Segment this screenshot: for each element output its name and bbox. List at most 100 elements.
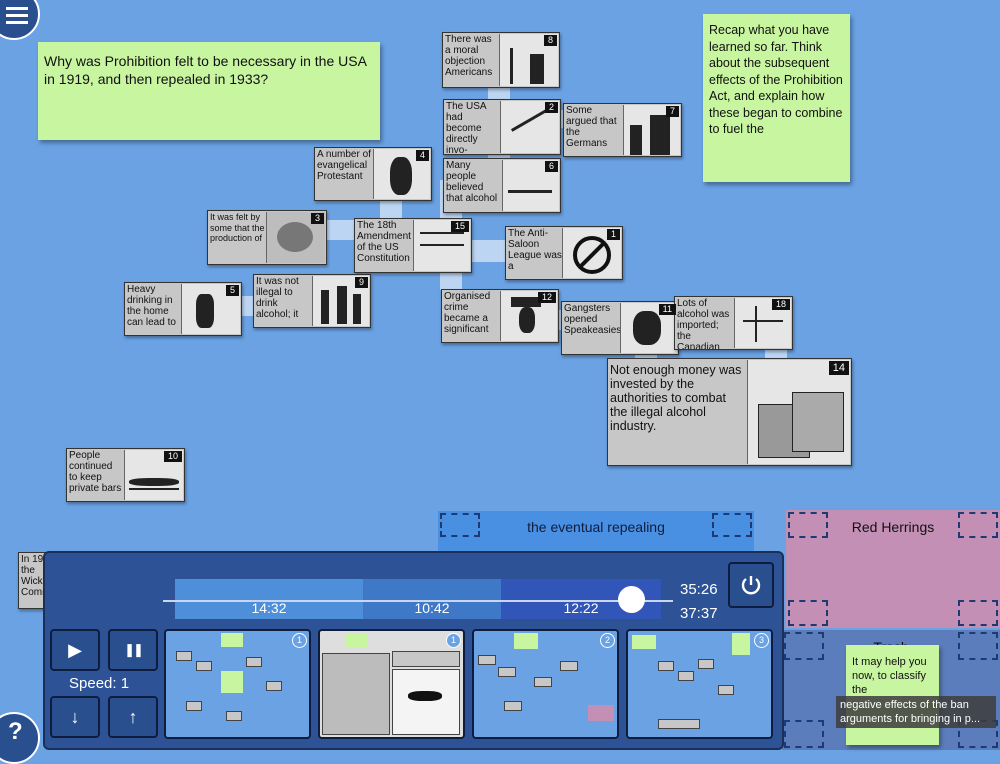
evidence-card[interactable]: Some argued that the Germans 7 — [563, 103, 682, 157]
evidence-card[interactable]: Not enough money was invested by the aut… — [607, 358, 852, 466]
repealing-zone-label: the eventual repealing — [527, 519, 665, 535]
evidence-card[interactable]: Gangsters opened Speakeasies 11 — [561, 301, 679, 355]
power-button[interactable] — [728, 562, 774, 608]
card-number: 6 — [544, 161, 558, 172]
playback-panel: 14:32 10:42 12:22 35:26 37:37 ▶ ❚❚ Speed… — [43, 551, 784, 750]
zone-corner — [440, 513, 480, 537]
card-illustration — [747, 360, 850, 464]
question-note[interactable]: Why was Prohibition felt to be necessary… — [38, 42, 380, 140]
card-text: Gangsters opened Speakeasies — [564, 303, 622, 336]
recap-text: Recap what you have learned so far. Thin… — [709, 23, 843, 136]
recap-note[interactable]: Recap what you have learned so far. Thin… — [703, 14, 850, 182]
card-number: 18 — [771, 299, 790, 310]
arrow-down-icon: ↓ — [70, 706, 80, 727]
card-illustration — [620, 303, 677, 353]
segment-label: 14:32 — [251, 600, 287, 616]
timeline-segment[interactable]: 14:32 — [175, 579, 363, 619]
segment-label: 10:42 — [414, 600, 450, 616]
card-number: 12 — [537, 292, 556, 303]
play-button[interactable]: ▶ — [50, 629, 100, 671]
segment-label: 12:22 — [563, 600, 599, 616]
card-illustration — [562, 228, 621, 278]
card-illustration — [181, 284, 240, 334]
card-text: Many people believed that alcohol — [446, 160, 498, 204]
help-button[interactable]: ? — [0, 712, 40, 764]
speed-up-button[interactable]: ↑ — [108, 696, 158, 738]
drag-tooltip: negative effects of the ban arguments fo… — [836, 696, 996, 728]
help-note[interactable]: It may help you now, to classify the — [846, 645, 939, 745]
snapshot-thumbnail[interactable]: 1 — [164, 629, 311, 739]
card-text: The Anti-Saloon League was a — [508, 228, 562, 272]
evidence-card[interactable]: Lots of alcohol was imported; the Canadi… — [674, 296, 793, 350]
card-text: The 18th Amendment of the US Constitutio… — [357, 220, 411, 264]
evidence-card[interactable]: It was not illegal to drink alcohol; it … — [253, 274, 371, 328]
evidence-card[interactable]: A number of evangelical Protestant 4 — [314, 147, 432, 201]
evidence-card[interactable]: The USA had become directly invo- 2 — [443, 99, 561, 155]
zone-corner — [788, 600, 828, 626]
card-number: 1 — [606, 229, 620, 240]
elapsed-time: 35:26 — [680, 581, 718, 598]
card-text: A number of evangelical Protestant — [317, 149, 371, 182]
speed-label: Speed: 1 — [69, 675, 130, 692]
card-number: 15 — [450, 221, 469, 232]
card-text: The USA had become directly invo- — [446, 101, 487, 155]
zone-corner — [788, 512, 828, 538]
card-text: Some argued that the Germans — [566, 105, 617, 149]
card-text: It was not illegal to drink alcohol; it — [256, 276, 299, 320]
card-text: Lots of alcohol was imported; the Canadi… — [677, 298, 730, 350]
timeline-slider-knob[interactable] — [617, 586, 645, 613]
evidence-card[interactable]: People continued to keep private bars 10 — [66, 448, 185, 502]
evidence-card[interactable]: The 18th Amendment of the US Constitutio… — [354, 218, 472, 273]
speed-down-button[interactable]: ↓ — [50, 696, 100, 738]
zone-corner — [784, 720, 824, 748]
red-herrings-zone[interactable]: Red Herrings — [786, 510, 1000, 628]
repealing-zone[interactable]: the eventual repealing — [438, 511, 754, 551]
zone-corner — [958, 512, 998, 538]
card-text: It was felt by some that the production … — [210, 212, 265, 243]
card-number: 7 — [665, 106, 679, 117]
card-number: 8 — [543, 35, 557, 46]
card-text: Not enough money was invested by the aut… — [610, 363, 742, 433]
pause-icon: ❚❚ — [124, 642, 144, 657]
no-saloon-icon — [573, 236, 611, 274]
evidence-card[interactable]: Organised crime became a significant 12 — [441, 289, 559, 343]
pause-button[interactable]: ❚❚ — [108, 629, 158, 671]
tooltip-text: negative effects of the ban arguments fo… — [840, 699, 981, 725]
timeline-track[interactable] — [163, 600, 673, 602]
evidence-card[interactable]: It was felt by some that the production … — [207, 210, 327, 265]
evidence-card[interactable]: Heavy drinking in the home can lead to 5 — [124, 282, 242, 336]
card-text: There was a moral objection Americans — [445, 34, 493, 78]
zone-corner — [712, 513, 752, 537]
menu-button[interactable] — [0, 0, 40, 40]
card-text: Heavy drinking in the home can lead to — [127, 284, 176, 328]
card-number: 3 — [310, 213, 324, 224]
snapshot-number: 1 — [292, 633, 307, 648]
card-number: 11 — [658, 304, 676, 315]
card-text: Organised crime became a significant — [444, 291, 491, 335]
question-text: Why was Prohibition felt to be necessary… — [44, 53, 367, 87]
help-note-text: It may help you now, to classify the — [852, 656, 927, 696]
card-number: 2 — [544, 102, 558, 113]
card-number: 9 — [354, 277, 368, 288]
snapshot-number: 1 — [446, 633, 461, 648]
evidence-card[interactable]: The Anti-Saloon League was a 1 — [505, 226, 623, 280]
snapshot-thumbnail[interactable]: 1 — [318, 629, 465, 739]
snapshot-thumbnail[interactable]: 3 — [626, 629, 773, 739]
card-number: 4 — [415, 150, 429, 161]
card-text: People continued to keep private bars — [69, 450, 122, 494]
timeline-segment[interactable]: 10:42 — [363, 579, 501, 619]
card-illustration — [373, 149, 430, 199]
snapshot-thumbnail[interactable]: 2 — [472, 629, 619, 739]
evidence-card[interactable]: There was a moral objection Americans 8 — [442, 32, 560, 88]
arrow-up-icon: ↑ — [128, 706, 138, 727]
zone-corner — [784, 632, 824, 660]
snapshot-number: 3 — [754, 633, 769, 648]
snapshot-number: 2 — [600, 633, 615, 648]
menu-icon — [6, 7, 28, 24]
card-text: In 19 the Wick Comm — [21, 554, 51, 598]
zone-corner — [958, 632, 998, 660]
play-icon: ▶ — [68, 639, 82, 660]
red-herrings-label: Red Herrings — [851, 519, 935, 535]
evidence-card[interactable]: Many people believed that alcohol 6 — [443, 158, 561, 213]
card-number: 14 — [828, 361, 849, 375]
